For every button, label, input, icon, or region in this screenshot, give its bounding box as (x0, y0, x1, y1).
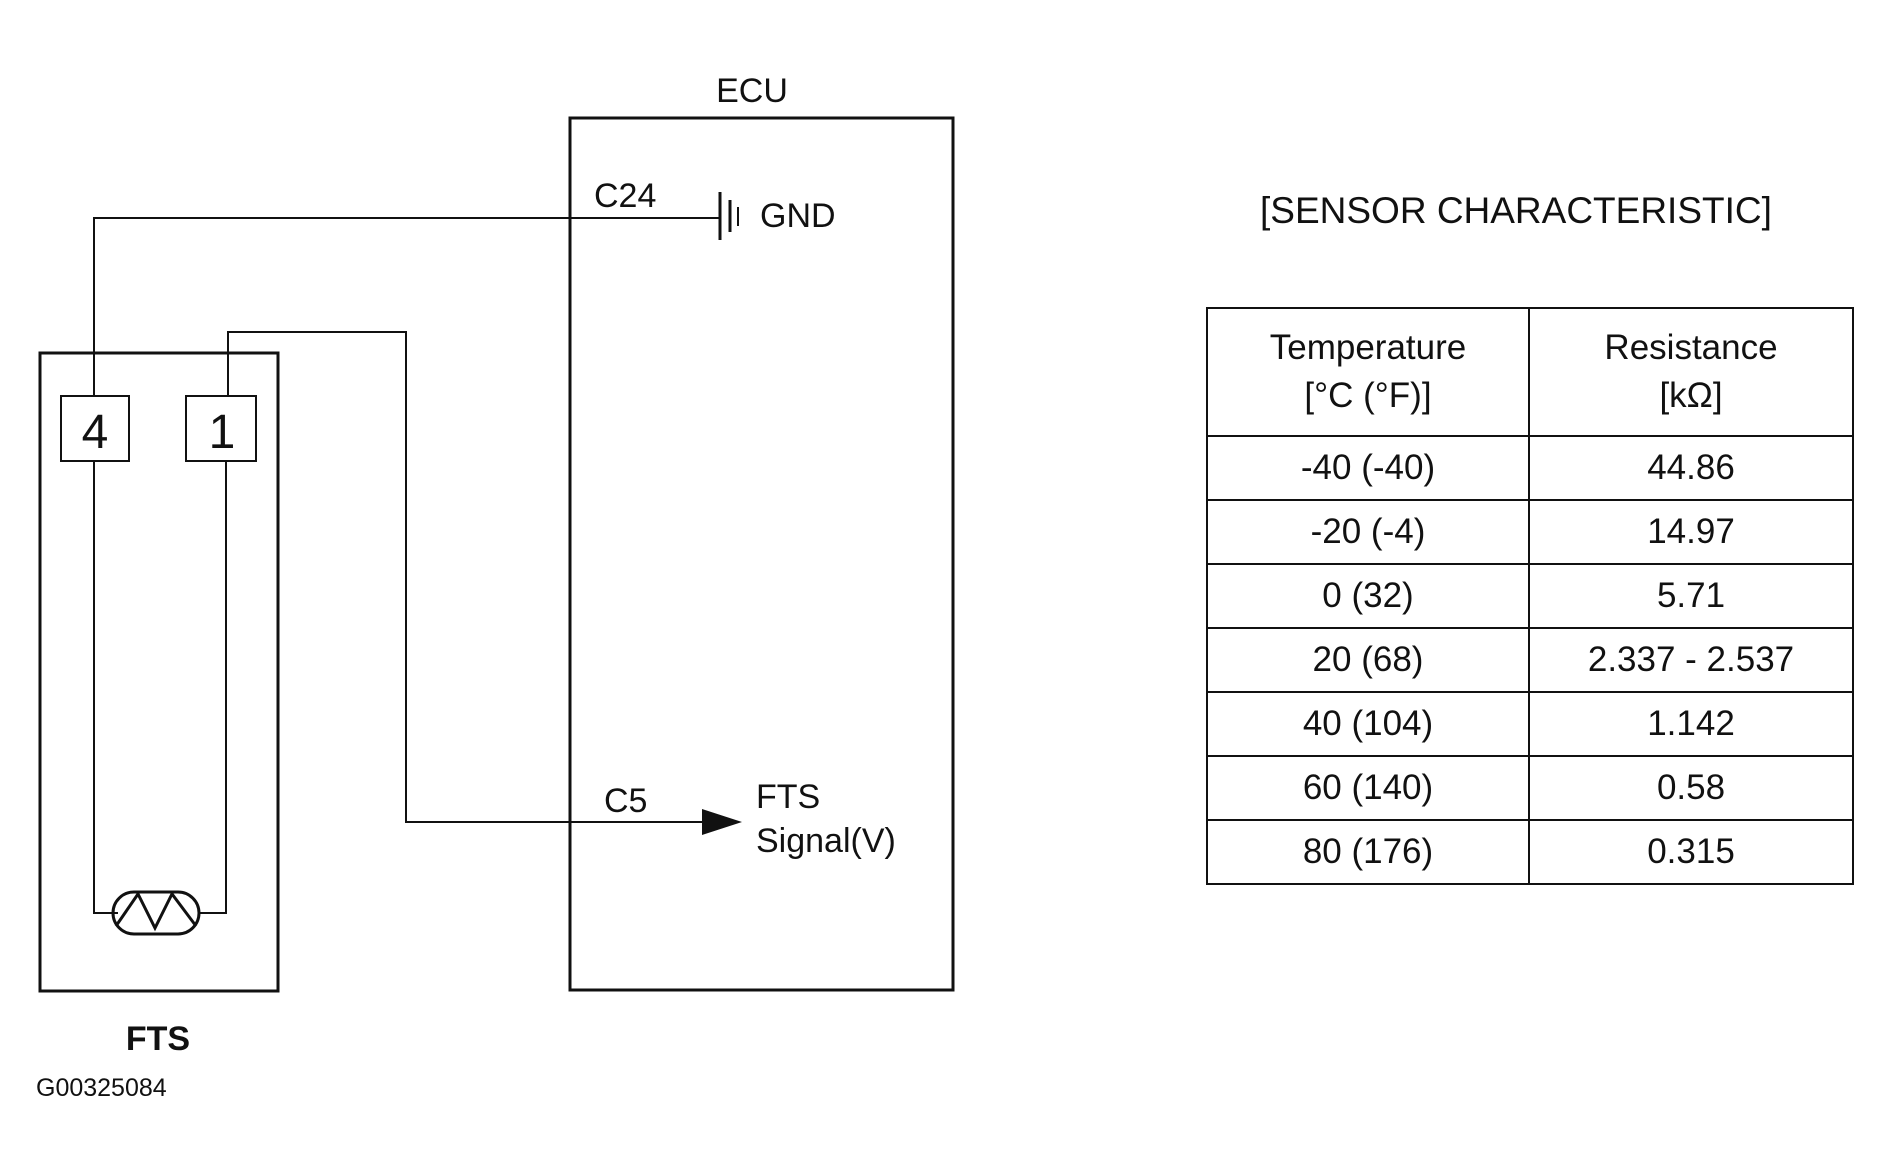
pin-c5-label: C5 (604, 782, 647, 820)
table-row: -40 (-40) 44.86 (1206, 435, 1854, 501)
thermistor-icon (111, 890, 201, 936)
resistance-header: Resistance [kΩ] (1528, 307, 1854, 437)
temperature-header-line2: [°C (°F)] (1304, 376, 1432, 415)
resistance-cell: 0.58 (1528, 755, 1854, 821)
figure-code: G00325084 (36, 1074, 167, 1102)
table-row: 20 (68) 2.337 - 2.537 (1206, 627, 1854, 693)
resistance-header-line2: [kΩ] (1659, 376, 1723, 415)
temperature-header: Temperature [°C (°F)] (1206, 307, 1530, 437)
resistance-cell: 2.337 - 2.537 (1528, 627, 1854, 693)
fts-sensor-box (38, 351, 280, 993)
ecu-box (568, 116, 955, 992)
gnd-label: GND (760, 197, 836, 235)
temperature-cell: 0 (32) (1206, 563, 1530, 629)
sensor-lead-right (198, 461, 227, 914)
fts-signal-label-line2: Signal(V) (756, 822, 896, 860)
table-header-row: Temperature [°C (°F)] Resistance [kΩ] (1206, 307, 1854, 437)
sensor-characteristic-table: Temperature [°C (°F)] Resistance [kΩ] -4… (1206, 307, 1854, 885)
temperature-cell: 40 (104) (1206, 691, 1530, 757)
resistance-cell: 1.142 (1528, 691, 1854, 757)
pin-1-label: 1 (209, 406, 236, 459)
resistance-cell: 0.315 (1528, 819, 1854, 885)
table-row: -20 (-4) 14.97 (1206, 499, 1854, 565)
temperature-cell: -40 (-40) (1206, 435, 1530, 501)
resistance-cell: 14.97 (1528, 499, 1854, 565)
ecu-title: ECU (716, 72, 788, 110)
table-row: 80 (176) 0.315 (1206, 819, 1854, 885)
table-row: 40 (104) 1.142 (1206, 691, 1854, 757)
table-row: 60 (140) 0.58 (1206, 755, 1854, 821)
temperature-header-line1: Temperature (1269, 328, 1467, 367)
signal-wire (227, 331, 712, 823)
sensor-lead-left (93, 461, 118, 914)
gnd-wire (93, 217, 720, 396)
fts-signal-label-line1: FTS (756, 778, 820, 816)
temperature-cell: -20 (-4) (1206, 499, 1530, 565)
fts-label: FTS (126, 1020, 190, 1058)
pin-4-label: 4 (82, 406, 109, 459)
sensor-characteristic-title: [SENSOR CHARACTERISTIC] (1260, 190, 1772, 231)
resistance-cell: 44.86 (1528, 435, 1854, 501)
ground-icon (718, 192, 739, 240)
temperature-cell: 20 (68) (1206, 627, 1530, 693)
pin-1-box (185, 395, 257, 462)
pin-c24-label: C24 (594, 177, 656, 215)
temperature-cell: 60 (140) (1206, 755, 1530, 821)
temperature-cell: 80 (176) (1206, 819, 1530, 885)
resistance-cell: 5.71 (1528, 563, 1854, 629)
resistance-header-line1: Resistance (1604, 328, 1778, 367)
table-row: 0 (32) 5.71 (1206, 563, 1854, 629)
signal-arrow-icon (702, 809, 742, 835)
